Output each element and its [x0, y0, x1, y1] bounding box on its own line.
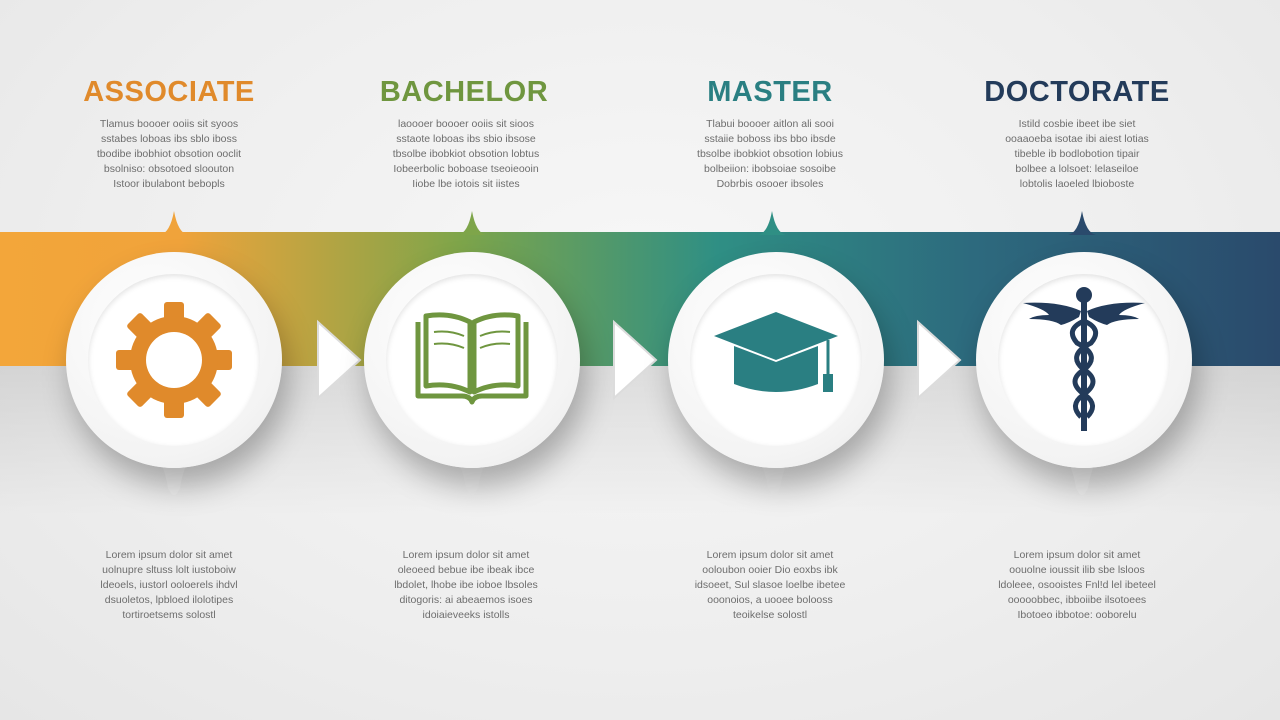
arrow-right-icon [917, 319, 962, 401]
gear-icon [116, 302, 232, 418]
arrow-right-icon [613, 319, 658, 401]
stage-pointer-master [758, 211, 786, 235]
caduceus-icon [1023, 287, 1145, 431]
arrow-right-icon [317, 319, 362, 401]
stage-title-master: MASTER [707, 76, 833, 108]
stage-pointer-bachelor [458, 211, 486, 235]
stage-title-bachelor: BACHELOR [379, 76, 549, 108]
stage-title-associate: ASSOCIATE [83, 76, 255, 108]
stage-pointer-associate [160, 211, 188, 235]
stage-circle-master [668, 252, 884, 468]
graduation-cap-icon [714, 312, 838, 392]
stage-circle-bachelor [364, 252, 580, 468]
stage-circle-associate [66, 252, 282, 468]
stage-circle-doctorate [976, 252, 1192, 468]
stage-title-doctorate: DOCTORATE [984, 76, 1170, 108]
open-book-icon [415, 312, 529, 405]
stage-pointer-doctorate [1068, 211, 1096, 235]
